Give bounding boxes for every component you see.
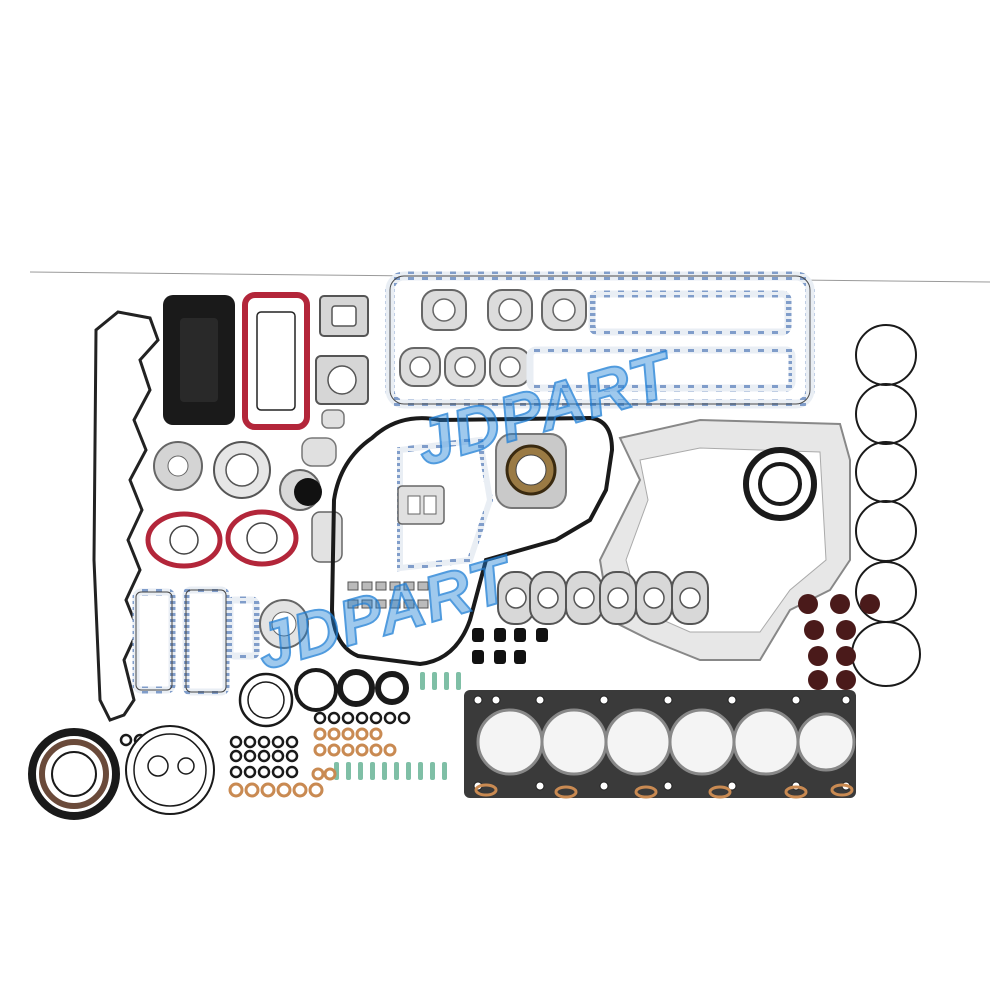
turbo-gasket-large-port	[327, 365, 357, 395]
cylinder-head-gasket	[464, 690, 856, 799]
green-dowel-seals	[334, 672, 461, 780]
rear-main-seal	[28, 728, 120, 820]
turbo-gasket-square-port	[331, 305, 357, 327]
water-pump-gaskets	[145, 509, 343, 569]
copper-washers	[228, 727, 397, 798]
round-flange-gasket-port	[271, 611, 297, 637]
inner-front-gasket	[397, 436, 494, 572]
liner-o-rings	[851, 324, 921, 687]
round-cover-gasket	[125, 725, 215, 815]
intake-manifold-gasket-upper	[588, 290, 792, 336]
rear-crankshaft-seal-bore	[515, 454, 547, 486]
misc-gaskets-left	[153, 409, 345, 511]
thermostat-cap	[294, 478, 322, 506]
valve-cover-gasket	[92, 310, 160, 722]
injector-seals	[472, 628, 548, 664]
oil-cooler-gasket-outline-inner	[256, 311, 296, 411]
front-cover-gasket	[329, 415, 615, 667]
intake-manifold-gasket-lower	[526, 346, 796, 392]
retaining-clips	[347, 581, 429, 609]
oil-pan-gasket-edge	[389, 275, 811, 405]
rotary-seals	[238, 668, 409, 728]
front-crank-seal	[743, 447, 817, 521]
exhaust-port-gaskets	[497, 571, 709, 625]
aftercooler-gaskets	[132, 586, 260, 696]
timing-cover-small-gasket	[397, 485, 445, 525]
valve-stem-seals	[798, 594, 880, 690]
oil-cooler-gasket-dark-window	[180, 318, 218, 402]
